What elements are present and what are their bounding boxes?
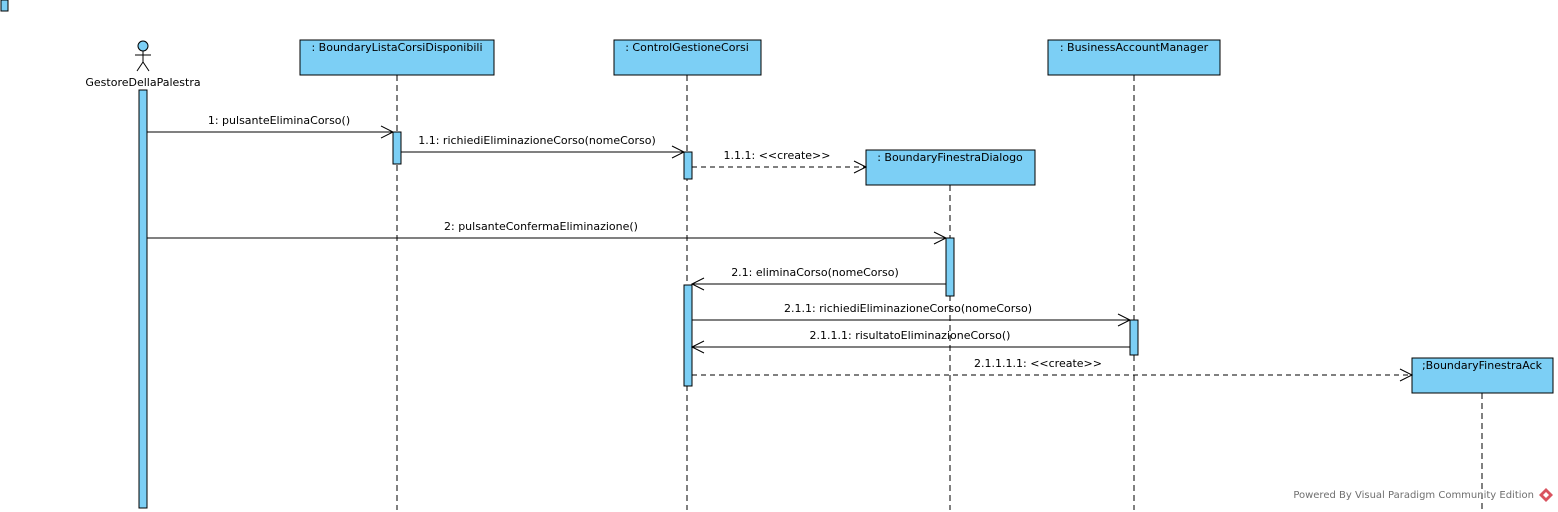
message-1[interactable]: 1: pulsanteEliminaCorso(): [147, 114, 395, 139]
message-label: 2.1: eliminaCorso(nomeCorso): [731, 266, 899, 279]
message-label: 2: pulsanteConfermaEliminazione(): [444, 220, 638, 233]
activation-bar-control-1: [683, 151, 693, 180]
lifeline-head-box: [613, 39, 762, 76]
lifeline-label: : BusinessAccountManager: [1060, 41, 1209, 54]
lifeline-head-box: [1047, 39, 1221, 76]
arrow-head-icon: [933, 231, 948, 245]
message-2-1-1-1-1[interactable]: 2.1.1.1.1: <<create>>: [692, 357, 1414, 382]
actor-leg-right: [142, 61, 150, 72]
activation-bar-business-account: [1129, 319, 1139, 356]
message-label: 1: pulsanteEliminaCorso(): [208, 114, 350, 127]
message-label: 2.1.1.1: risultatoEliminazioneCorso(): [810, 329, 1011, 342]
arrow-head-icon: [690, 340, 705, 354]
lifeline-boundary-lista[interactable]: : BoundaryListaCorsiDisponibili: [299, 39, 495, 76]
lifeline-head-box: [299, 39, 495, 76]
actor-gestore[interactable]: GestoreDellaPalestra: [85, 40, 201, 89]
message-2-1[interactable]: 2.1: eliminaCorso(nomeCorso): [690, 266, 946, 291]
arrow-head-icon: [671, 145, 686, 159]
arrow-head-icon: [1399, 368, 1414, 382]
actor-name: GestoreDellaPalestra: [85, 76, 200, 89]
arrow-head-icon: [853, 160, 868, 174]
message-2[interactable]: 2: pulsanteConfermaEliminazione(): [147, 220, 948, 245]
lifeline-label: : ControlGestioneCorsi: [625, 41, 749, 54]
lifeline-label: : BoundaryFinestraDialogo: [877, 151, 1023, 164]
visual-paradigm-logo-icon: [1539, 488, 1553, 502]
actor-activation-bar: [138, 89, 148, 509]
activation-bar-control-2: [683, 284, 693, 387]
arrow-head-icon: [380, 125, 395, 139]
message-1-1-1[interactable]: 1.1.1: <<create>>: [692, 149, 868, 174]
activation-bar-finestra-dialogo: [945, 237, 955, 297]
activation-bar-boundary-lista: [392, 131, 402, 165]
arrow-head-icon: [1117, 313, 1132, 327]
message-label: 1.1.1: <<create>>: [724, 149, 831, 162]
actor-head: [137, 40, 149, 52]
message-2-1-1[interactable]: 2.1.1: richiediEliminazioneCorso(nomeCor…: [692, 302, 1132, 327]
lifeline-business-account[interactable]: : BusinessAccountManager: [1047, 39, 1221, 76]
lifeline-finestra-dialogo[interactable]: : BoundaryFinestraDialogo: [865, 149, 1036, 186]
message-label: 1.1: richiediEliminazioneCorso(nomeCorso…: [418, 134, 656, 147]
lifeline-control-gestione[interactable]: : ControlGestioneCorsi: [613, 39, 762, 76]
lifeline-head-box: [865, 149, 1036, 186]
corner-handle: [0, 0, 9, 12]
watermark-text: Powered By Visual Paradigm Community Edi…: [1293, 490, 1534, 501]
message-label: 2.1.1: richiediEliminazioneCorso(nomeCor…: [784, 302, 1032, 315]
actor-leg-left: [136, 61, 144, 72]
message-1-1[interactable]: 1.1: richiediEliminazioneCorso(nomeCorso…: [401, 134, 686, 159]
lifeline-finestra-ack[interactable]: ;BoundaryFinestraAck: [1411, 357, 1554, 394]
arrow-head-icon: [690, 277, 705, 291]
message-label: 2.1.1.1.1: <<create>>: [974, 357, 1102, 370]
lifeline-label: : BoundaryListaCorsiDisponibili: [311, 41, 482, 54]
lifeline-head-box: [1411, 357, 1554, 394]
message-2-1-1-1[interactable]: 2.1.1.1: risultatoEliminazioneCorso(): [690, 329, 1130, 354]
lifeline-label: ;BoundaryFinestraAck: [1422, 359, 1543, 372]
